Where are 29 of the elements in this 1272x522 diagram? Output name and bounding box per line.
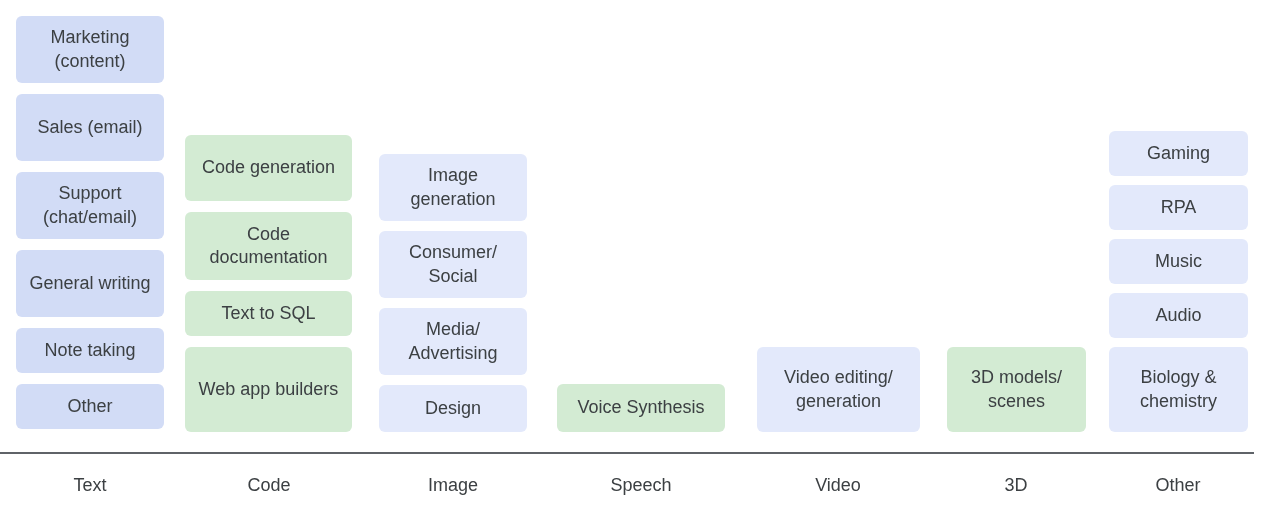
column-label: 3D — [1003, 474, 1029, 496]
category-box: Image generation — [379, 154, 527, 221]
category-box: Note taking — [16, 328, 164, 373]
category-box: Music — [1109, 239, 1248, 284]
category-box: Voice Synthesis — [557, 384, 725, 432]
column-label: Code — [246, 474, 292, 496]
category-box: Consumer/ Social — [379, 231, 527, 298]
category-box: Code documentation — [185, 212, 352, 280]
category-box: Media/ Advertising — [379, 308, 527, 375]
category-box: Other — [16, 384, 164, 429]
column-label: Image — [427, 474, 479, 496]
category-box: Design — [379, 385, 527, 432]
category-box: Text to SQL — [185, 291, 352, 336]
category-box: General writing — [16, 250, 164, 317]
category-box: Audio — [1109, 293, 1248, 338]
category-box: Web app builders — [185, 347, 352, 432]
category-box: Sales (email) — [16, 94, 164, 161]
category-box: Gaming — [1109, 131, 1248, 176]
category-box: Video editing/ generation — [757, 347, 920, 432]
category-box: Code generation — [185, 135, 352, 201]
category-box: 3D models/ scenes — [947, 347, 1086, 432]
category-box: Marketing (content) — [16, 16, 164, 83]
column-label: Video — [814, 474, 862, 496]
column-label: Other — [1154, 474, 1202, 496]
category-box: RPA — [1109, 185, 1248, 230]
column-label: Text — [72, 474, 108, 496]
category-box: Biology & chemistry — [1109, 347, 1248, 432]
category-box: Support (chat/email) — [16, 172, 164, 239]
column-label: Speech — [609, 474, 673, 496]
